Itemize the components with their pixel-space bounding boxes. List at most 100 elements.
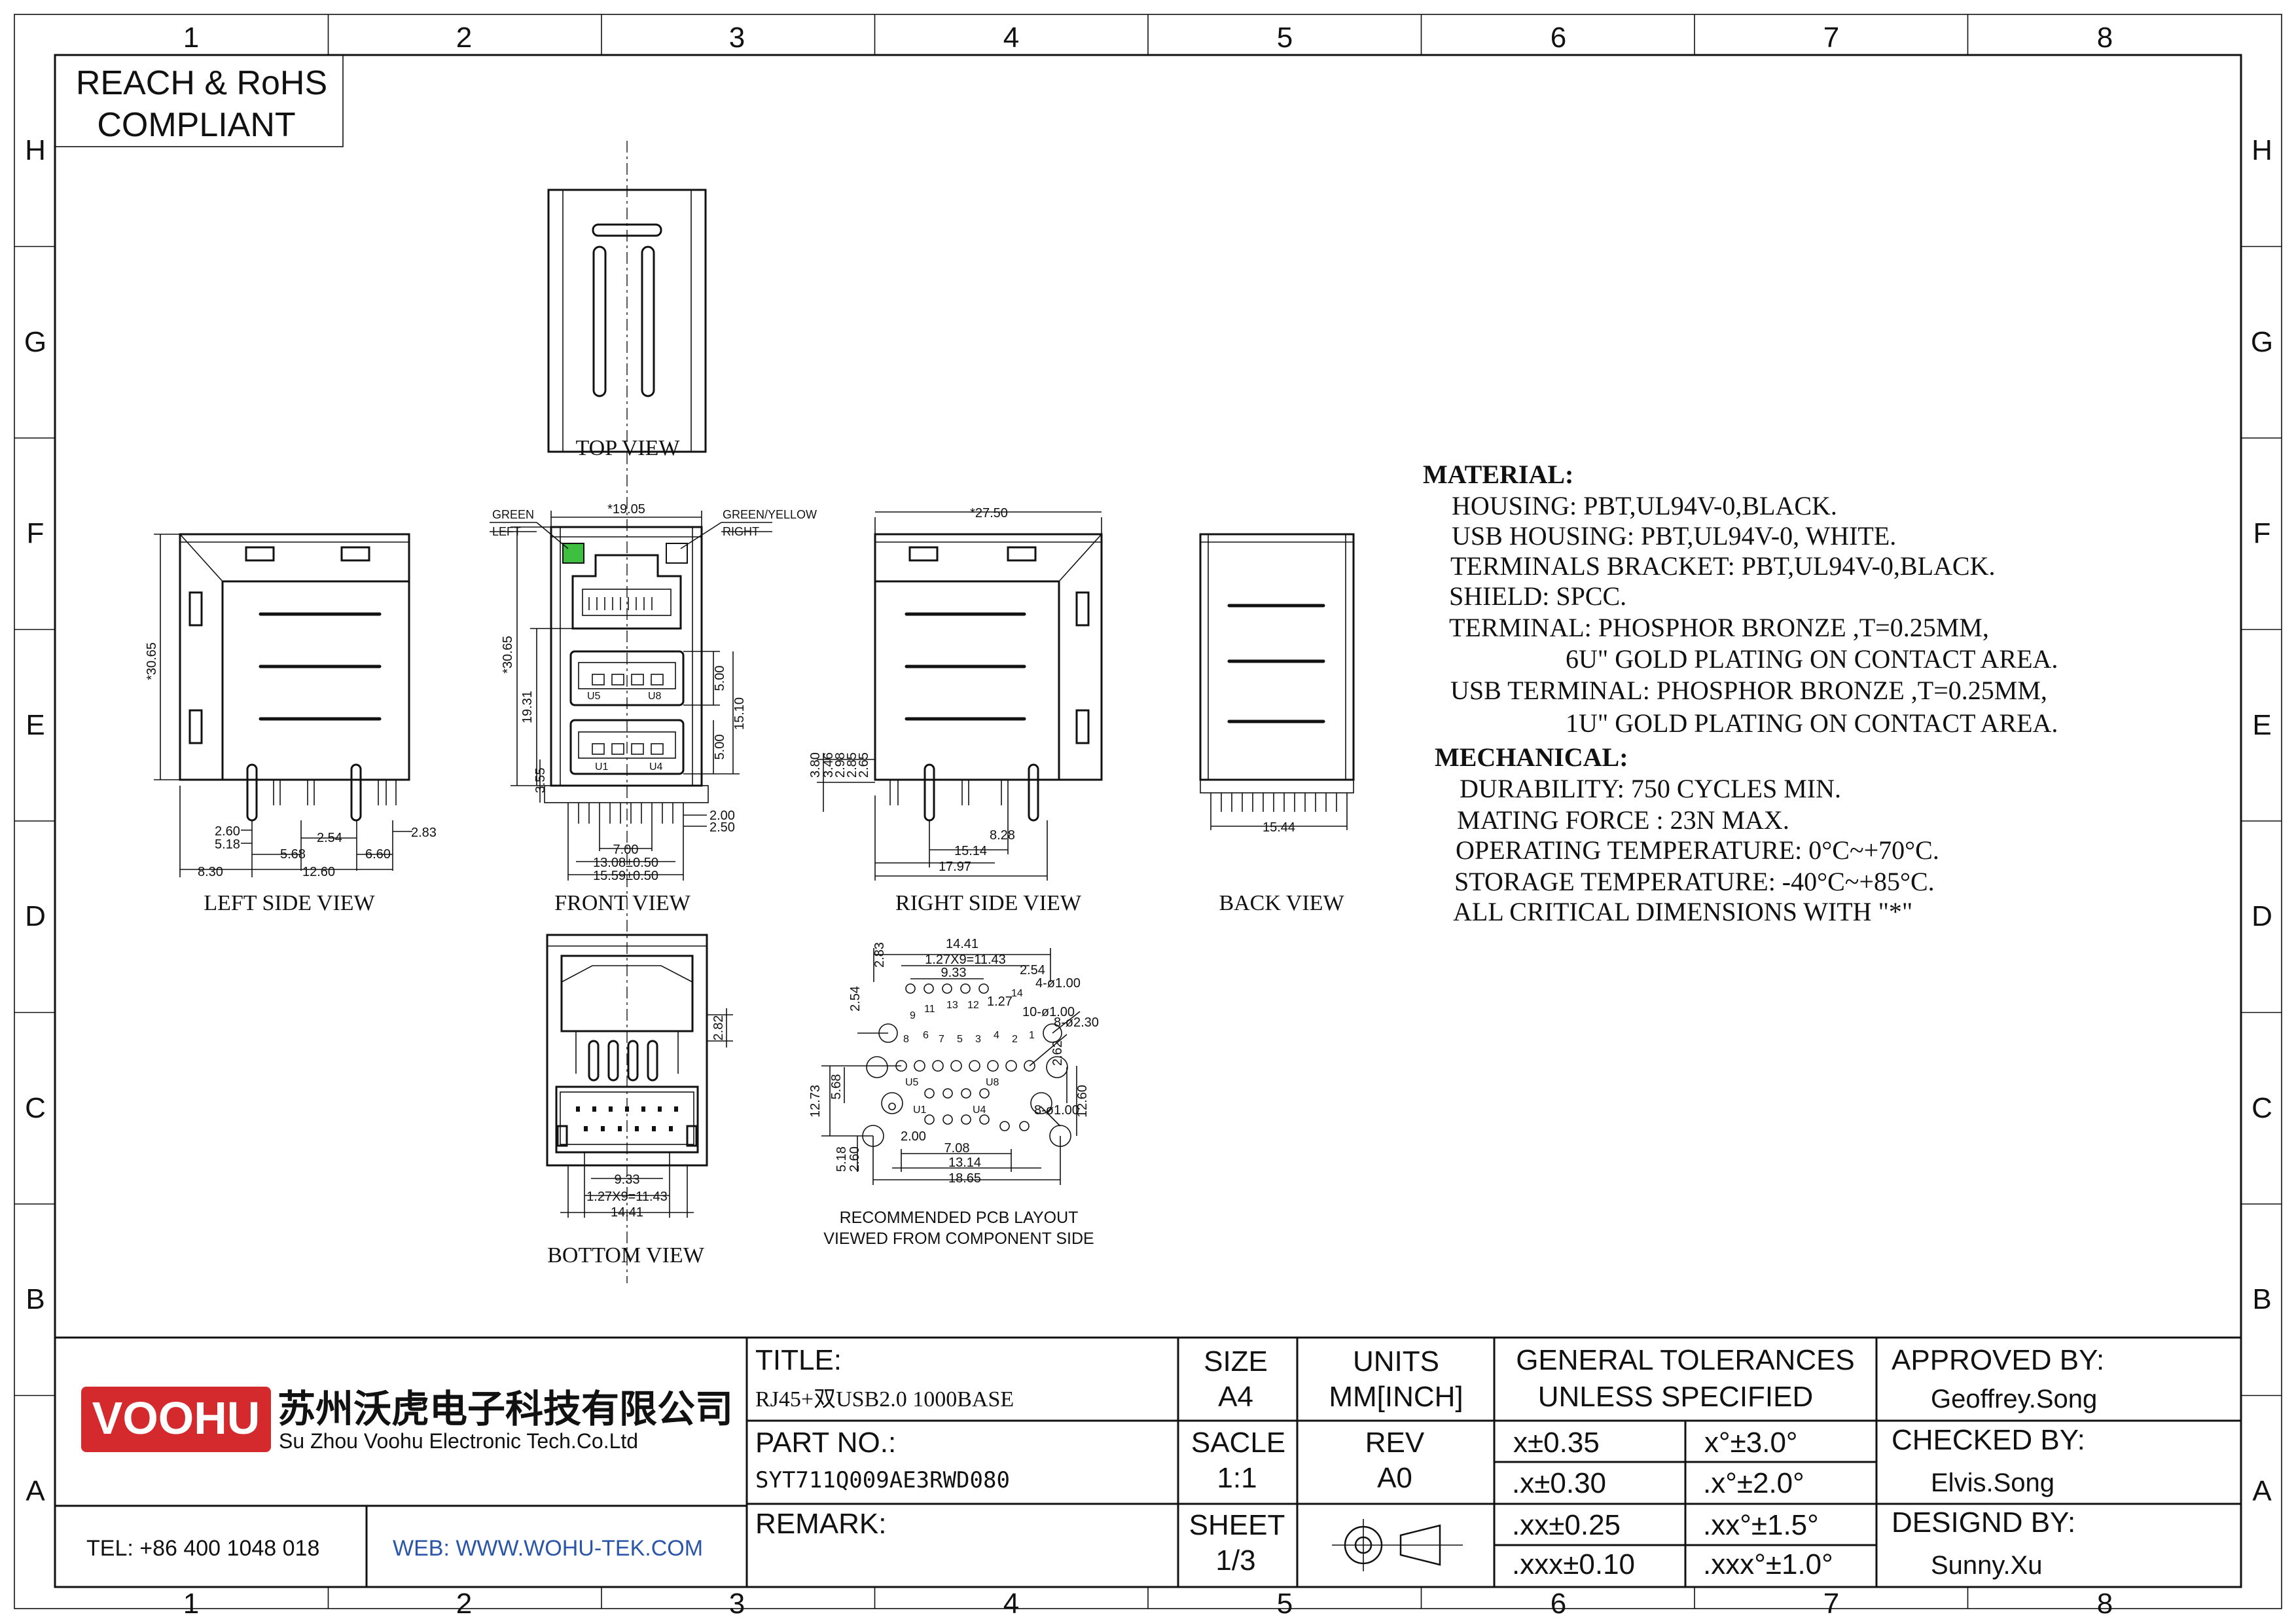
dim-pcb-7-08: 7.08 bbox=[944, 1141, 970, 1156]
right-side-view: *27.50 3.80 3.46 2.98 2.85 2.65 8.28 15.… bbox=[808, 506, 1103, 915]
tolerances-heading-1: GENERAL TOLERANCES bbox=[1516, 1344, 1855, 1376]
bottom-view-label: BOTTOM VIEW bbox=[547, 1243, 704, 1267]
dim-right-2-85: 2.85 bbox=[845, 752, 859, 778]
compliance-line1: REACH & RoHS bbox=[76, 64, 327, 102]
right-side-view-label: RIGHT SIDE VIEW bbox=[895, 891, 1082, 915]
led-left-side-label: LEFT bbox=[492, 525, 521, 538]
dim-right-3-46: 3.46 bbox=[821, 752, 836, 778]
led-right-color-label: GREEN/YELLOW bbox=[723, 508, 817, 521]
dim-pcb-13-14: 13.14 bbox=[948, 1156, 981, 1170]
dim-front-height: *30.65 bbox=[501, 636, 515, 674]
mechanical-line: ALL CRITICAL DIMENSIONS WITH "*" bbox=[1453, 897, 1912, 926]
dim-pcb-5-68: 5.68 bbox=[829, 1074, 844, 1100]
back-view-label: BACK VIEW bbox=[1219, 891, 1344, 915]
pcb-pin-mid: 6 bbox=[923, 1030, 929, 1041]
dim-left-5-68: 5.68 bbox=[280, 847, 306, 862]
dim-pcb-2-00: 2.00 bbox=[901, 1129, 926, 1144]
pcb-pin-mid: 5 bbox=[957, 1034, 963, 1045]
front-view-label: FRONT VIEW bbox=[554, 891, 691, 915]
dim-front-width: *19.05 bbox=[607, 502, 645, 517]
remark-label: REMARK: bbox=[755, 1508, 886, 1540]
col-label-bottom: 6 bbox=[1551, 1588, 1566, 1620]
voohu-logo bbox=[81, 1387, 271, 1452]
grid-ticks bbox=[14, 14, 2282, 1609]
scale-label: SACLE bbox=[1191, 1427, 1285, 1459]
title-value: RJ45+双USB2.0 1000BASE bbox=[755, 1387, 1014, 1412]
pcb-pin-mid: 7 bbox=[939, 1034, 944, 1045]
dim-right-15-14: 15.14 bbox=[954, 844, 987, 858]
dim-pcb-9-33: 9.33 bbox=[941, 966, 967, 980]
dim-front-5-00a: 5.00 bbox=[713, 666, 727, 691]
pcb-caption-line1: RECOMMENDED PCB LAYOUT bbox=[840, 1209, 1079, 1227]
pcb-pin-top: 13 bbox=[946, 1000, 958, 1011]
dim-front-13-08: 13.08±0.50 bbox=[593, 856, 658, 870]
dim-bottom-1-27x9: 1.27X9=11.43 bbox=[586, 1190, 668, 1204]
dim-front-3-55: 3.55 bbox=[533, 768, 548, 793]
dim-left-8-30: 8.30 bbox=[198, 865, 223, 879]
row-label-right: D bbox=[2251, 900, 2272, 932]
scale-value: 1:1 bbox=[1217, 1462, 1257, 1494]
material-line: SHIELD: SPCC. bbox=[1449, 581, 1626, 611]
col-label-bottom: 2 bbox=[456, 1588, 472, 1620]
compliance-line2: COMPLIANT bbox=[97, 106, 295, 144]
dim-right-width: *27.50 bbox=[970, 506, 1008, 520]
dim-pcb-18-65: 18.65 bbox=[948, 1171, 981, 1186]
part-value: SYT711Q009AE3RWD080 bbox=[755, 1467, 1010, 1493]
row-label-left: B bbox=[26, 1283, 45, 1315]
pcb-pin-top: 12 bbox=[967, 1000, 979, 1011]
dim-pcb-d1-00c: 8-ø1.00 bbox=[1034, 1103, 1079, 1118]
usb-label-u8: U8 bbox=[648, 691, 662, 702]
left-side-view-label: LEFT SIDE VIEW bbox=[204, 891, 375, 915]
tolerance-linear: x±0.35 bbox=[1513, 1427, 1600, 1459]
col-label-top: 1 bbox=[183, 22, 199, 54]
dim-front-2-00: 2.00 bbox=[709, 809, 735, 823]
col-label-bottom: 5 bbox=[1277, 1588, 1293, 1620]
row-label-left: H bbox=[25, 134, 46, 166]
dim-right-3-80: 3.80 bbox=[808, 752, 823, 778]
row-label-right: G bbox=[2251, 326, 2273, 358]
pcb-pin-top: 11 bbox=[924, 1004, 935, 1015]
web-link[interactable]: WEB: WWW.WOHU-TEK.COM bbox=[393, 1536, 703, 1561]
pcb-pin-mid: 1 bbox=[1029, 1030, 1035, 1041]
col-label-bottom: 3 bbox=[729, 1588, 745, 1620]
bottom-view: 2.82 9.33 1.27X9=11.43 14.41 BOTTOM VIEW bbox=[546, 934, 733, 1267]
dim-left-height: *30.65 bbox=[145, 642, 159, 680]
dim-right-2-98: 2.98 bbox=[833, 752, 848, 778]
row-label-right: C bbox=[2251, 1092, 2272, 1124]
col-label-top: 8 bbox=[2097, 22, 2113, 54]
tolerance-linear: .xx±0.25 bbox=[1512, 1509, 1621, 1541]
led-left-color-label: GREEN bbox=[492, 508, 534, 521]
top-view: TOP VIEW bbox=[547, 141, 707, 1283]
usb-label-u4: U4 bbox=[649, 761, 663, 773]
dim-right-2-65: 2.65 bbox=[857, 752, 871, 778]
tolerances-heading-2: UNLESS SPECIFIED bbox=[1538, 1381, 1814, 1413]
material-line: HOUSING: PBT,UL94V-0,BLACK. bbox=[1452, 491, 1837, 520]
dim-right-17-97: 17.97 bbox=[939, 860, 971, 874]
col-label-bottom: 1 bbox=[183, 1588, 199, 1620]
row-label-left: G bbox=[24, 326, 46, 358]
pcb-label-u4: U4 bbox=[973, 1104, 986, 1116]
col-label-top: 6 bbox=[1551, 22, 1566, 54]
dim-left-2-60: 2.60 bbox=[215, 824, 240, 839]
col-label-bottom: 4 bbox=[1003, 1588, 1019, 1620]
dim-pcb-d1-00a: 4-ø1.00 bbox=[1035, 976, 1081, 991]
designed-value: Sunny.Xu bbox=[1931, 1551, 2043, 1580]
dim-front-15-59: 15.59±0.50 bbox=[593, 869, 658, 883]
material-heading: MATERIAL: bbox=[1423, 460, 1573, 489]
dim-pcb-d1-00b: 10-ø1.00 bbox=[1022, 1005, 1075, 1019]
title-block: VOOHU 苏州沃虎电子科技有限公司 Su Zhou Voohu Electro… bbox=[55, 1336, 2241, 1587]
tolerance-angular: .xx°±1.5° bbox=[1703, 1509, 1819, 1541]
mechanical-line: OPERATING TEMPERATURE: 0°C~+70°C. bbox=[1456, 835, 1939, 865]
dim-pcb-2-60: 2.60 bbox=[848, 1146, 862, 1172]
tolerance-linear: .xxx±0.10 bbox=[1512, 1548, 1635, 1580]
tolerance-angular: .x°±2.0° bbox=[1703, 1467, 1804, 1499]
voohu-logo-text: VOOHU bbox=[92, 1393, 260, 1444]
material-line: USB HOUSING: PBT,UL94V-0, WHITE. bbox=[1452, 521, 1896, 551]
dim-bottom-9-33: 9.33 bbox=[615, 1173, 640, 1187]
row-label-left: C bbox=[25, 1092, 46, 1124]
col-label-top: 5 bbox=[1277, 22, 1293, 54]
title-label: TITLE: bbox=[755, 1344, 842, 1376]
dim-pcb-2-54b: 2.54 bbox=[1020, 963, 1045, 977]
row-label-right: E bbox=[2252, 709, 2271, 741]
